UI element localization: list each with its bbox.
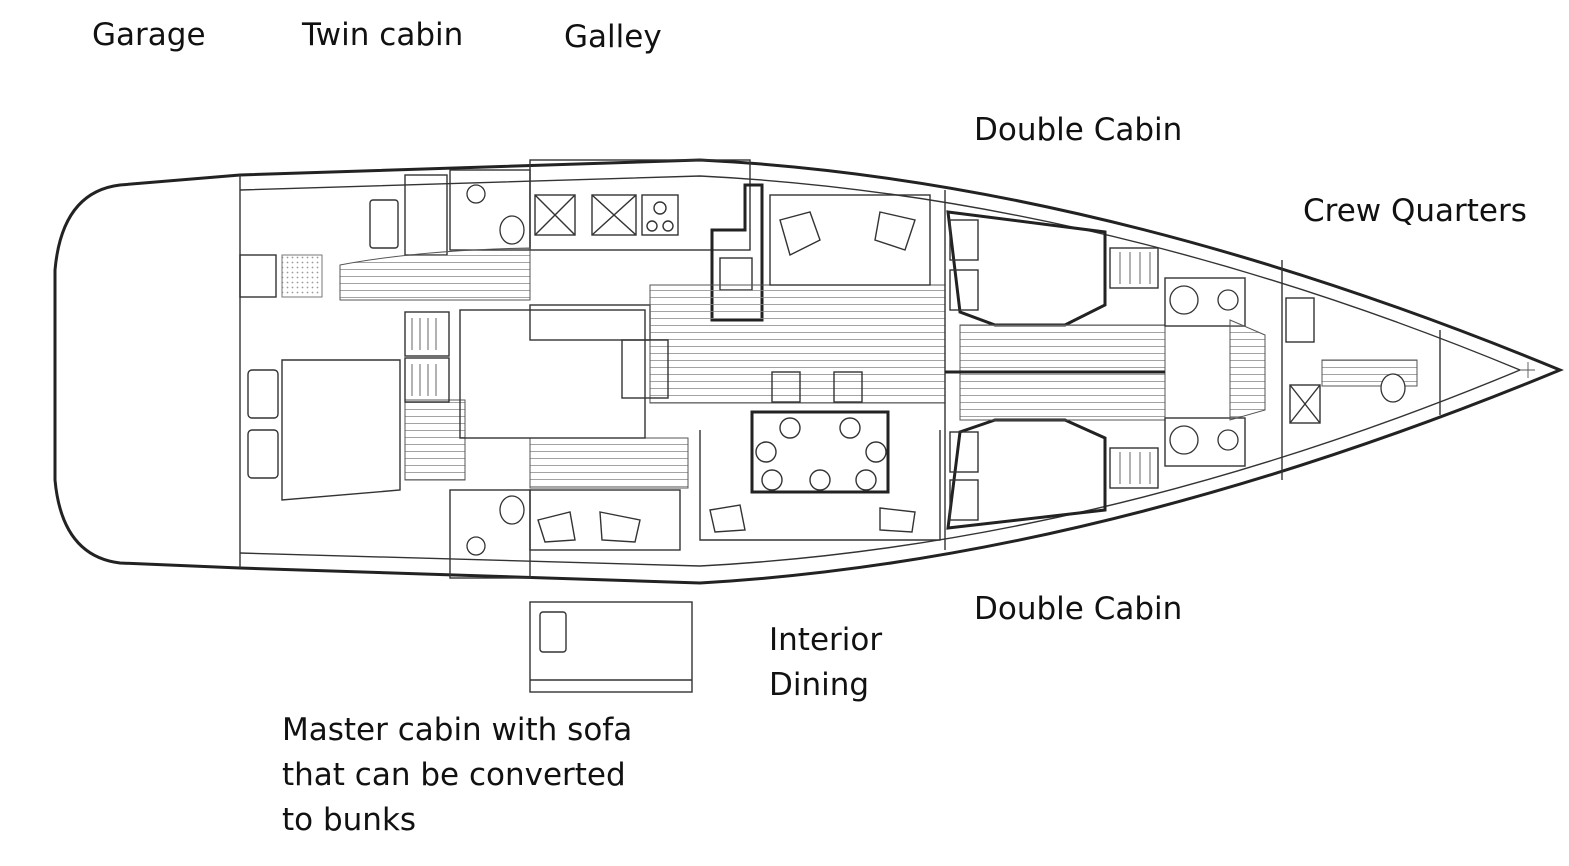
label-crew-quarters: Crew Quarters <box>1303 193 1527 229</box>
label-twin-cabin: Twin cabin <box>302 17 464 53</box>
label-master-cabin-line2: that can be converted <box>282 757 626 793</box>
bunk-ladders <box>404 311 450 403</box>
label-interior-dining-line1: Interior <box>769 622 883 658</box>
garage-area <box>239 254 401 501</box>
label-interior-dining-line2: Dining <box>769 667 870 703</box>
forward-heads <box>1164 277 1266 467</box>
saloon-sofa-top <box>769 194 931 286</box>
twin-cabin <box>369 169 531 256</box>
label-master-cabin-line1: Master cabin with sofa <box>282 712 633 748</box>
salon-floor <box>339 247 946 489</box>
double-cabins <box>944 190 1166 550</box>
label-double-cabin-top: Double Cabin <box>974 112 1183 148</box>
crew-quarters <box>1281 260 1535 480</box>
label-double-cabin-bottom: Double Cabin <box>974 591 1183 627</box>
dining-table <box>699 371 941 541</box>
label-galley: Galley <box>564 19 662 55</box>
label-garage: Garage <box>92 17 206 53</box>
label-master-cabin-line3: to bunks <box>282 802 417 838</box>
master-cabin <box>449 489 693 693</box>
